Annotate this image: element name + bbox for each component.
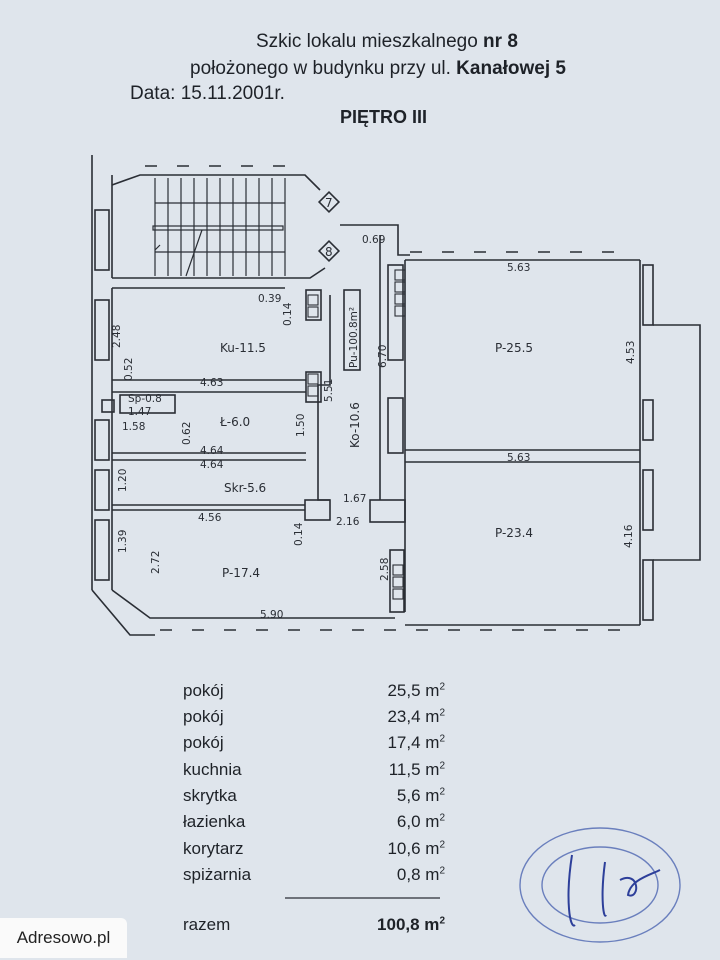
floor-title: PIĘTRO III — [340, 107, 428, 127]
date: Data: 15.11.2001r. — [130, 83, 285, 104]
watermark: Adresowo.pl — [0, 918, 127, 958]
dimension: 0.14 — [293, 522, 305, 546]
dimension: 4.53 — [625, 341, 637, 364]
dimension: 5.90 — [260, 609, 283, 621]
dimension: 1.20 — [117, 469, 129, 492]
dimension: 4.63 — [200, 377, 223, 389]
dimension: 0.69 — [362, 234, 385, 246]
room-kitchen: Ku-11.5 — [220, 341, 266, 355]
dimension: 2.72 — [150, 551, 162, 574]
room-medium: P-23.4 — [495, 526, 533, 540]
room-corridor: Ko-10.6 — [348, 402, 362, 448]
room-large: P-25.5 — [495, 341, 533, 355]
dimension: 5.63 — [507, 262, 530, 274]
dimension: 1.50 — [295, 414, 307, 437]
dimension: 2.16 — [336, 516, 360, 528]
stamp — [519, 827, 681, 943]
dimension: 5.63 — [507, 452, 530, 464]
room-small: P-17.4 — [222, 566, 260, 580]
dimension: 1.39 — [117, 530, 129, 553]
dimension: 0.62 — [181, 422, 193, 445]
dimension: 4.64 — [200, 445, 224, 457]
usable-area-label: Pu-100.8m² — [348, 307, 360, 368]
dimension: 2.48 — [111, 325, 123, 348]
room-bathroom: Ł-6.0 — [219, 415, 250, 429]
dimension: 5.51 — [323, 379, 335, 402]
dimension: 4.64 — [200, 459, 224, 471]
walls — [91, 155, 701, 636]
title-line-2: położonego w budynku przy ul. Kanałowej … — [190, 58, 566, 79]
room-storage: Skr-5.6 — [224, 481, 266, 495]
dimension: 1.58 — [122, 421, 145, 433]
room-pantry: Sp-0.8 — [128, 393, 162, 405]
dimension: 4.56 — [198, 512, 222, 524]
dimension: 6.70 — [377, 345, 389, 368]
dimension: 1.67 — [343, 493, 366, 505]
dimension: 4.16 — [623, 524, 635, 548]
title-line-1: Szkic lokalu mieszkalnego nr 8 — [256, 31, 518, 52]
dimension: 2.58 — [379, 558, 391, 581]
staircase-number-8: 8 — [325, 245, 333, 259]
dimension: 0.14 — [282, 302, 294, 326]
staircase-number-7: 7 — [325, 196, 333, 210]
dimension: 0.52 — [123, 358, 135, 381]
dimension: 1.47 — [128, 406, 151, 418]
dimension: 0.39 — [258, 293, 281, 305]
